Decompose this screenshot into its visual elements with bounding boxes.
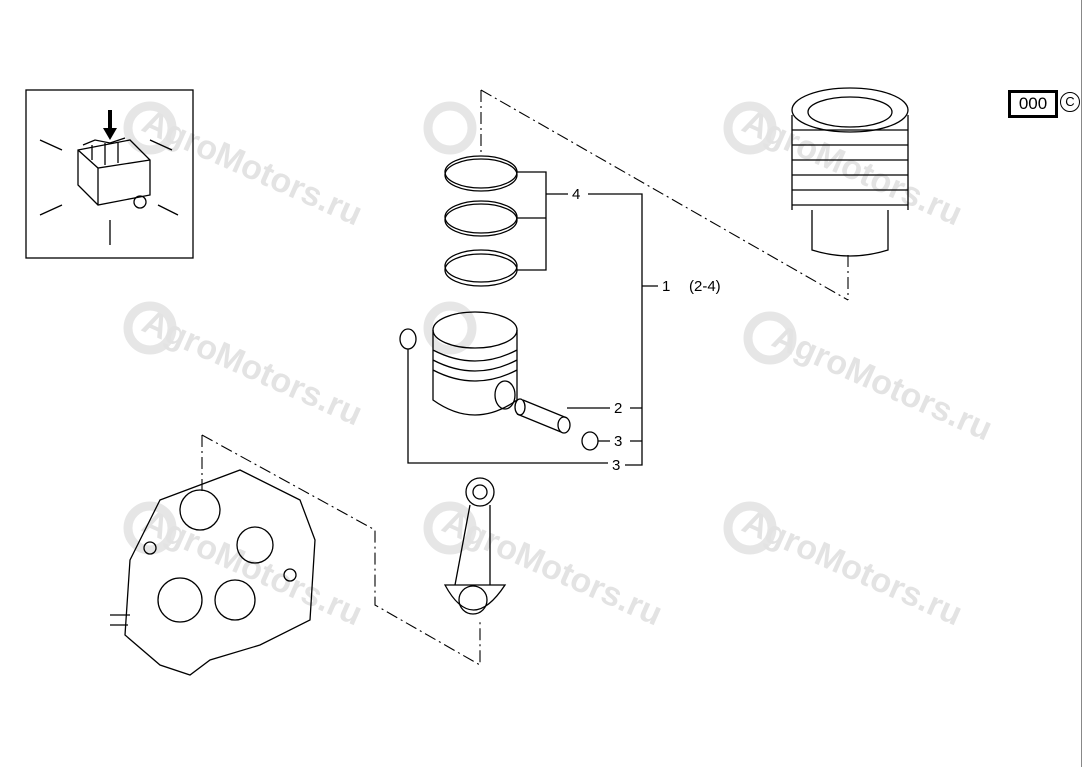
piston-pin	[514, 398, 571, 434]
circlip-right	[581, 431, 599, 451]
callout-piston-kit-range: (2-4)	[689, 278, 721, 295]
callout-circlip-left: 3	[612, 457, 620, 474]
leader-lines	[407, 171, 658, 466]
callout-labels: 4 1 (2-4) 2 3 3	[572, 186, 721, 474]
callout-circlip-right: 3	[614, 433, 622, 450]
page-edge-line	[1081, 0, 1082, 767]
piston	[432, 311, 518, 416]
watermark-text: AgroMotors.ru	[767, 318, 998, 449]
watermark-text: AgroMotors.ru	[137, 103, 368, 234]
callout-pin: 2	[614, 400, 622, 417]
watermark-text: AgroMotors.ru	[137, 303, 368, 434]
catalog-code-badge: 000	[1008, 90, 1058, 118]
watermarks: AgroMotors.ru AgroMotors.ru AgroMotors.r…	[123, 101, 998, 634]
engine-orientation-thumbnail	[25, 89, 194, 259]
cylinder-liner	[791, 87, 909, 257]
engine-block	[110, 469, 316, 676]
watermark-text: AgroMotors.ru	[137, 503, 368, 634]
watermark-text: AgroMotors.ru	[737, 103, 968, 234]
circlip-left	[399, 328, 417, 350]
copyright-icon: C	[1060, 92, 1080, 112]
piston-rings	[444, 155, 518, 287]
watermark-text: AgroMotors.ru	[737, 503, 968, 634]
callout-piston-kit: 1	[662, 278, 670, 295]
connecting-rod	[443, 477, 507, 615]
callout-rings: 4	[572, 186, 580, 203]
